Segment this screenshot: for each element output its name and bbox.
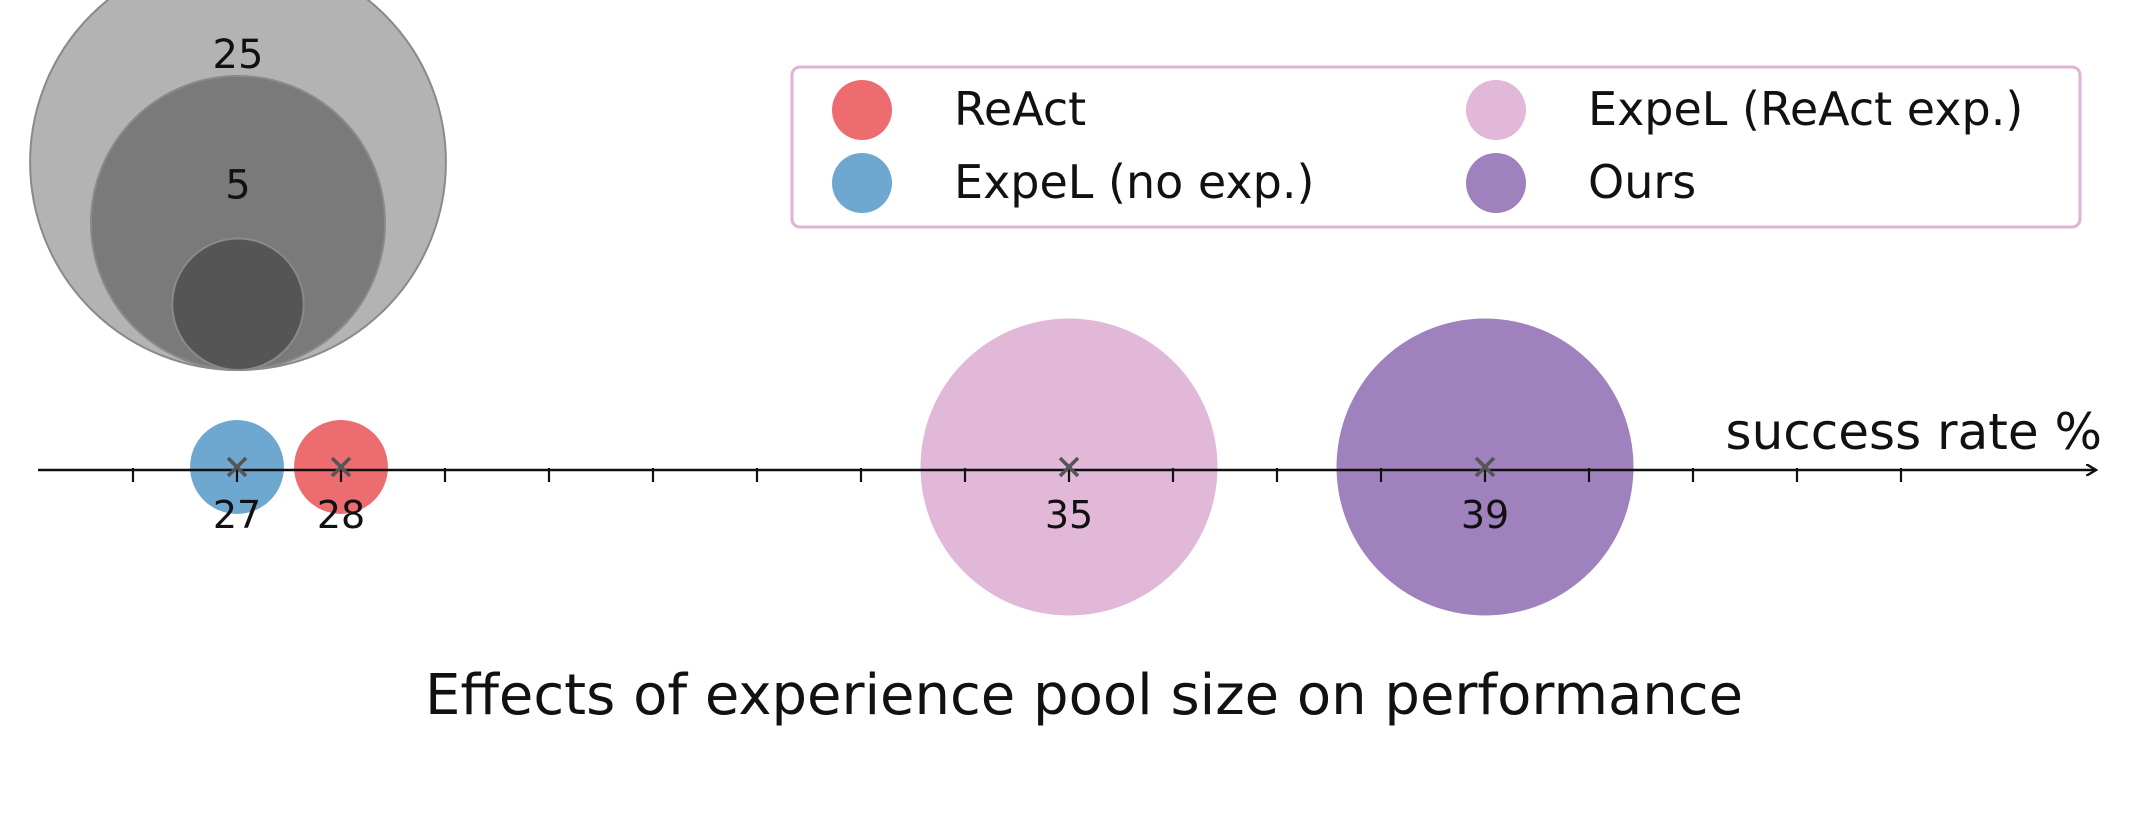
chart-title: Effects of experience pool size on perfo… bbox=[425, 663, 1743, 728]
legend-item: ReAct bbox=[832, 80, 1086, 140]
legend-frame bbox=[790, 65, 2082, 229]
legend-swatch bbox=[832, 80, 892, 140]
marker-stroke bbox=[1058, 456, 1080, 478]
size-legend-label: 5 bbox=[225, 163, 250, 209]
center-marker bbox=[226, 456, 248, 478]
legend-item: ExpeL (ReAct exp.) bbox=[1466, 80, 2023, 140]
size-legend-label: 25 bbox=[213, 32, 264, 78]
size-legend: 50255 bbox=[29, 0, 447, 372]
value-label: 27 bbox=[213, 493, 261, 537]
value-label: 28 bbox=[317, 493, 365, 537]
marker-stroke bbox=[330, 456, 352, 478]
center-marker bbox=[1058, 456, 1080, 478]
legend-label: ExpeL (ReAct exp.) bbox=[1588, 82, 2023, 136]
legend-label: ExpeL (no exp.) bbox=[954, 155, 1314, 209]
size-legend-circle bbox=[171, 237, 305, 372]
value-labels: 28 27 35 39 bbox=[213, 493, 1509, 537]
legend-label: Ours bbox=[1588, 155, 1696, 209]
center-marker bbox=[330, 456, 352, 478]
center-marker bbox=[1474, 456, 1496, 478]
x-axis-ticks bbox=[131, 468, 1903, 482]
value-label: 35 bbox=[1045, 493, 1093, 537]
marker-stroke bbox=[1474, 456, 1496, 478]
legend-swatch bbox=[1466, 153, 1526, 213]
marker-stroke bbox=[226, 456, 248, 478]
legend-label: ReAct bbox=[954, 82, 1086, 136]
legend-item: ExpeL (no exp.) bbox=[832, 153, 1314, 213]
legend-swatch bbox=[832, 153, 892, 213]
x-axis-label: success rate % bbox=[1726, 403, 2102, 461]
value-label: 39 bbox=[1461, 493, 1509, 537]
bubbles bbox=[190, 318, 1634, 616]
legend-swatch bbox=[1466, 80, 1526, 140]
legend-item: Ours bbox=[1466, 153, 1696, 213]
legend: ReAct ExpeL (ReAct exp.) ExpeL (no exp.) Ou… bbox=[790, 65, 2082, 229]
center-markers bbox=[226, 456, 1496, 478]
